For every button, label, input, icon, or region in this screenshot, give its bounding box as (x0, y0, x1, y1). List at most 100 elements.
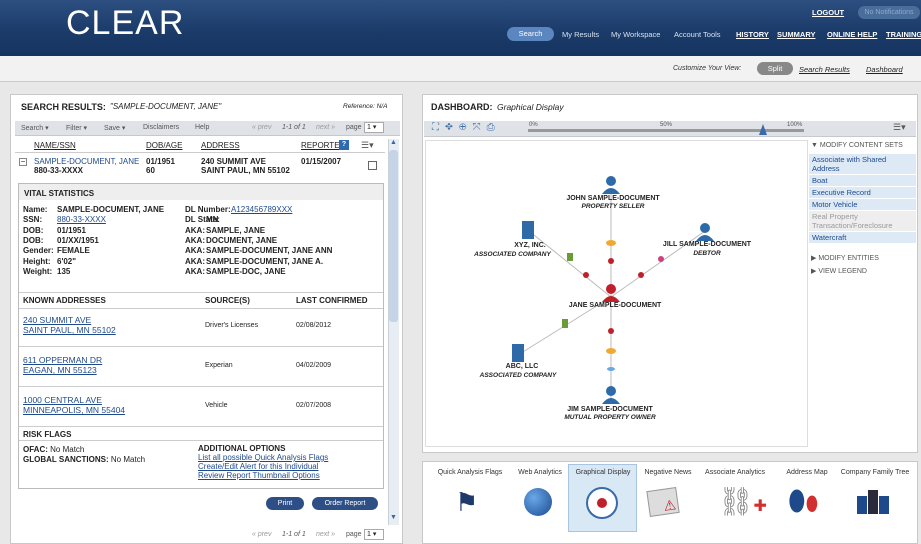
help-icon[interactable]: ? (339, 140, 349, 150)
nav-my-results[interactable]: My Results (562, 30, 600, 39)
content-set-item[interactable]: Boat (809, 175, 916, 187)
col-address[interactable]: ADDRESS (201, 141, 240, 150)
scroll-down-icon[interactable]: ▼ (390, 514, 397, 521)
content-set-item[interactable]: Watercraft (809, 232, 916, 244)
vital-value: MN (206, 215, 219, 225)
dashboard-options-icon[interactable]: ☰▾ (893, 122, 906, 132)
vital-label: DL State: (185, 215, 220, 225)
nav-account-tools[interactable]: Account Tools (674, 30, 721, 39)
pan-icon[interactable]: ✥ (445, 122, 459, 133)
save-menu[interactable]: Save ▾ (104, 125, 126, 132)
col-dob-age[interactable]: DOB/AGE (146, 141, 183, 150)
column-options-icon[interactable]: ☰▾ (361, 140, 374, 150)
node-jim-name[interactable]: JIM SAMPLE-DOCUMENT (567, 406, 653, 413)
nav-training[interactable]: TRAINING (886, 30, 921, 39)
graph-tools[interactable]: ⛶✥⊕⤧⎙ (432, 122, 501, 133)
modify-entities[interactable]: ▶ MODIFY ENTITIES (811, 255, 879, 262)
result-name[interactable]: SAMPLE-DOCUMENT, JANE (34, 157, 140, 166)
node-abc-name[interactable]: ABC, LLC (505, 363, 539, 370)
order-report-button[interactable]: Order Report (312, 497, 378, 510)
page-select-bottom[interactable]: 1 ▾ (364, 529, 384, 540)
next-page-link-bottom[interactable]: next » (316, 531, 336, 538)
prev-page-link[interactable]: « prev (252, 124, 272, 131)
collapse-icon[interactable]: − (19, 157, 27, 166)
logout-link[interactable]: LOGOUT (812, 8, 845, 17)
filter-menu[interactable]: Filter ▾ (66, 125, 88, 132)
results-scrollbar[interactable] (388, 139, 399, 525)
vital-label: DL Number: (185, 205, 231, 214)
zoom-slider-thumb[interactable] (758, 124, 767, 135)
quick-analysis-flags-link[interactable]: List all possible Quick Analysis Flags (198, 453, 329, 462)
zoom-icon[interactable]: ⊕ (458, 122, 473, 133)
result-checkbox[interactable] (368, 161, 377, 170)
address-line2[interactable]: EAGAN, MN 55123 (23, 365, 97, 375)
result-age: 60 (146, 166, 155, 175)
search-menu[interactable]: Search ▾ (21, 125, 49, 132)
vital-label: Weight: (23, 266, 53, 276)
notifications-badge[interactable]: No Notifications (858, 6, 920, 19)
zoom-slider-track[interactable] (528, 129, 804, 132)
address-line2[interactable]: MINNEAPOLIS, MN 55404 (23, 405, 126, 415)
content-set-item[interactable]: Real Property Transaction/Foreclosure (809, 211, 916, 232)
view-legend[interactable]: ▶ VIEW LEGEND (811, 268, 867, 275)
tile-graphical-display[interactable]: Graphical Display (575, 469, 631, 476)
sources-header: SOURCE(S) (205, 296, 250, 305)
thumbnail-options-link[interactable]: Review Report Thumbnail Options (198, 471, 320, 480)
tile-negative-news[interactable]: Negative News (644, 469, 692, 476)
content-set-item[interactable]: Motor Vehicle (809, 199, 916, 211)
scrollbar-thumb[interactable] (389, 150, 398, 322)
person-icon (602, 284, 620, 302)
node-jane-name[interactable]: JANE SAMPLE-DOCUMENT (568, 302, 662, 309)
create-alert-link[interactable]: Create/Edit Alert for this Individual (198, 462, 319, 471)
graph-canvas[interactable] (425, 140, 808, 447)
tile-company-family-tree[interactable]: Company Family Tree (840, 469, 910, 476)
view-dashboard-link[interactable]: Dashboard (866, 65, 903, 74)
page-select[interactable]: 1 ▾ (364, 122, 384, 133)
nav-online-help[interactable]: ONLINE HELP (827, 30, 878, 39)
vital-value[interactable]: 880-33-XXXX (57, 215, 106, 225)
prev-page-link-bottom[interactable]: « prev (252, 531, 272, 538)
view-split-button[interactable]: Split (757, 62, 793, 75)
col-name-ssn[interactable]: NAME/SSN (34, 141, 76, 150)
nav-history[interactable]: HISTORY (736, 30, 769, 39)
modify-content-sets[interactable]: ▼ MODIFY CONTENT SETS (811, 142, 903, 149)
col-reported[interactable]: REPORTED (301, 141, 346, 150)
nav-summary[interactable]: SUMMARY (777, 30, 816, 39)
node-xyz-name[interactable]: XYZ, INC. (514, 242, 546, 249)
address-line1[interactable]: 611 OPPERMAN DR (23, 355, 103, 365)
fit-icon[interactable]: ⛶ (432, 122, 445, 133)
tile-associate-analytics[interactable]: Associate Analytics (705, 469, 765, 476)
address-line1[interactable]: 240 SUMMIT AVE (23, 315, 92, 325)
address-line1[interactable]: 1000 CENTRAL AVE (23, 395, 102, 405)
scroll-up-icon[interactable]: ▲ (390, 139, 397, 146)
view-search-results-link[interactable]: Search Results (799, 65, 850, 74)
tile-quick-analysis-flags[interactable]: Quick Analysis Flags (437, 469, 503, 476)
nav-search[interactable]: Search (507, 27, 554, 41)
vital-right-row: AKA:SAMPLE-DOCUMENT, JANE A. (185, 257, 323, 266)
nav-my-workspace[interactable]: My Workspace (611, 30, 661, 39)
expand-icon[interactable]: ⤧ (472, 122, 487, 133)
address-line2[interactable]: SAINT PAUL, MN 55102 (23, 325, 116, 335)
tile-address-map[interactable]: Address Map (786, 469, 828, 476)
clear-logo: CLEAR (66, 4, 185, 42)
print-button[interactable]: Print (266, 497, 304, 510)
vital-left-row: SSN:880-33-XXXX (23, 215, 106, 224)
node-jill-name[interactable]: JILL SAMPLE-DOCUMENT (662, 241, 752, 248)
tile-web-analytics[interactable]: Web Analytics (518, 469, 562, 476)
node-john-name[interactable]: JOHN SAMPLE-DOCUMENT (566, 195, 660, 202)
print-icon[interactable]: ⎙ (486, 122, 501, 133)
node-abc-role: ASSOCIATED COMPANY (479, 372, 557, 379)
content-set-item[interactable]: Executive Record (809, 187, 916, 199)
vital-right-row: AKA:SAMPLE-DOCUMENT, JANE ANN (185, 246, 332, 255)
help-link[interactable]: Help (195, 124, 210, 131)
next-page-link[interactable]: next » (316, 124, 336, 131)
vital-value[interactable]: A123456789XXX (231, 205, 293, 214)
disclaimers-link[interactable]: Disclaimers (143, 124, 180, 131)
vital-right-row: AKA:DOCUMENT, JANE (185, 236, 277, 245)
result-reported: 01/15/2007 (301, 157, 342, 166)
flag-check-icon: ⚑ (455, 487, 479, 517)
content-set-item[interactable]: Associate with Shared Address (809, 154, 916, 175)
